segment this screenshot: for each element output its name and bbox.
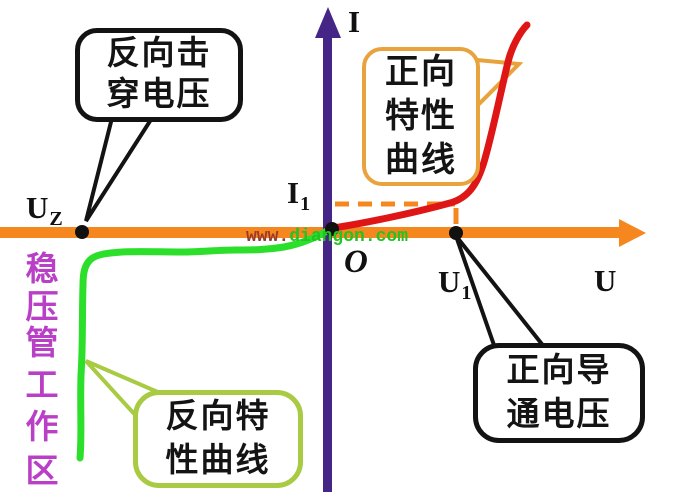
forward-conduction-voltage-callout: 正向导 通电压 — [473, 343, 645, 443]
callout-text-line: 性曲线 — [165, 443, 271, 479]
reverse-characteristic-curve-callout: 反向特 性曲线 — [133, 390, 303, 488]
zener-working-region-label-char: 稳 — [25, 250, 59, 287]
u1-point-label: U1 — [438, 264, 471, 304]
origin-point-dot — [325, 222, 339, 236]
watermark-prefix: www. — [246, 227, 290, 247]
i1-label-subscript: 1 — [300, 193, 311, 215]
u1-label-base: U — [438, 264, 461, 299]
callout-text-line: 正向 — [385, 53, 457, 91]
uz-point-label: UZ — [26, 190, 63, 230]
forward-characteristic-curve-callout: 正向 特性 曲线 — [362, 47, 480, 186]
watermark-domain: diangon.com — [289, 227, 409, 247]
zener-working-region-label-char: 管 — [25, 324, 59, 361]
voltage-axis-shaft — [0, 227, 621, 238]
i1-label-base: I — [287, 175, 300, 210]
callout-text-line: 曲线 — [385, 141, 457, 179]
origin-label: O — [344, 244, 368, 280]
callout-text-line: 反向击 — [106, 36, 212, 72]
zener-working-region-label-char: 压 — [25, 288, 59, 325]
forward-characteristic-curve — [329, 21, 531, 232]
voltage-axis-label: U — [594, 263, 617, 298]
zener-working-region-label-char: 区 — [25, 452, 59, 489]
current-axis-label: I — [348, 4, 361, 39]
uz-label-subscript: Z — [49, 208, 63, 230]
callout-text-line: 反向特 — [165, 399, 271, 435]
watermark: www.diangon.com — [246, 227, 408, 247]
u1-point-dot — [449, 226, 463, 240]
uz-label-base: U — [26, 190, 49, 225]
callout-text-line: 穿电压 — [106, 77, 212, 113]
callout-text-line: 正向导 — [506, 353, 612, 389]
zener-working-region-label-char: 作 — [25, 408, 59, 445]
current-axis-arrowhead — [315, 7, 341, 38]
uz-point-dot — [75, 225, 89, 239]
u1-label-subscript: 1 — [461, 282, 472, 304]
current-axis-shaft — [323, 30, 332, 492]
reverse-characteristic-curve — [76, 224, 336, 462]
callout-text-line: 通电压 — [506, 397, 612, 433]
i1-point-label: I1 — [287, 175, 310, 215]
reverse-breakdown-voltage-callout: 反向击 穿电压 — [75, 28, 243, 122]
callout-text-line: 特性 — [385, 97, 457, 135]
voltage-axis-arrowhead — [619, 219, 646, 247]
breakdown-callout-tail — [84, 116, 156, 223]
zener-working-region-label-char: 工 — [25, 366, 59, 403]
